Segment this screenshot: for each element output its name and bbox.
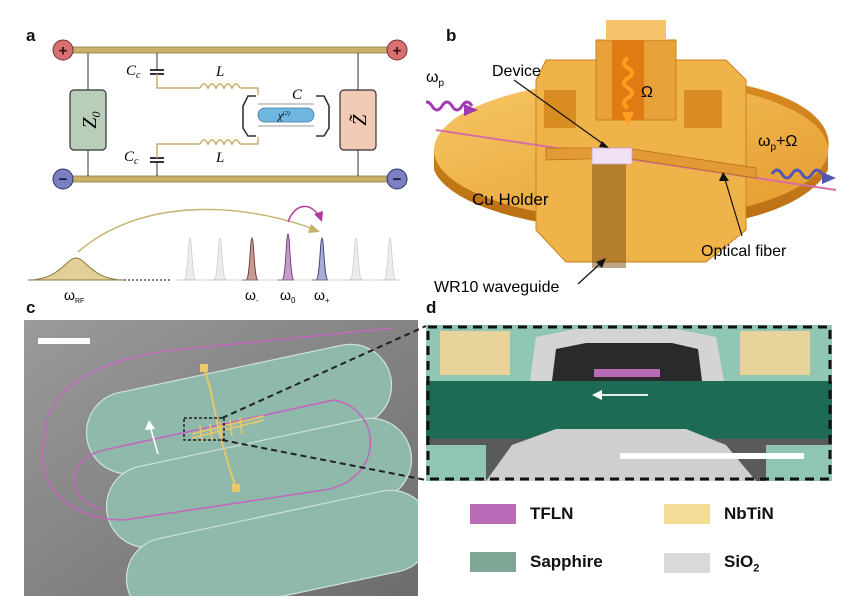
svg-text:ω+: ω+ <box>314 287 330 305</box>
svg-text:ωRF: ωRF <box>64 287 84 305</box>
terminal-plus-left: + <box>52 39 74 61</box>
svg-text:Z0: Z0 <box>79 111 103 128</box>
terminal-plus-right: + <box>386 39 408 61</box>
scale-bar <box>38 338 90 344</box>
panel-label-a: a <box>26 26 36 45</box>
svg-text:WR10 waveguide: WR10 waveguide <box>434 279 560 296</box>
legend-tfln: TFLN <box>470 504 573 524</box>
microscope-image <box>24 320 418 596</box>
rf-peak <box>27 257 125 281</box>
legend-label-sapphire: Sapphire <box>530 552 603 571</box>
terminal-minus-left: − <box>52 168 74 190</box>
rf-wave <box>622 56 634 110</box>
zoom-box <box>183 417 225 441</box>
svg-text:Cc: Cc <box>124 149 139 167</box>
frequency-spectrum: ωRF ω- ω0 ω+ <box>27 205 400 305</box>
legend-sio2: SiO2 <box>664 552 759 574</box>
panel-label-c: c <box>26 298 36 317</box>
cu-holder-render: ωp Device Ω ωp+Ω Cu Holder Optical fiber… <box>426 20 837 296</box>
legend-label-nbtin: NbTiN <box>724 504 774 523</box>
svg-text:L: L <box>215 64 224 80</box>
svg-text:−: − <box>59 171 68 188</box>
ztilde-impedance <box>339 89 377 151</box>
svg-text:−: − <box>393 171 402 188</box>
panel-label-d: d <box>426 298 437 317</box>
svg-text:Ω: Ω <box>641 84 653 101</box>
svg-text:ω-: ω- <box>245 287 259 305</box>
svg-text:χ(2): χ(2) <box>277 110 290 122</box>
pump-wave-left <box>426 100 474 112</box>
output-wave-right <box>770 168 824 180</box>
optical-fiber-rod <box>435 129 837 191</box>
sem-scale-bar <box>620 453 804 459</box>
tfln-ridge <box>594 369 660 377</box>
svg-text:Cu Holder: Cu Holder <box>472 190 549 209</box>
svg-text:ωp: ωp <box>426 69 445 89</box>
svg-text:+: + <box>59 43 68 60</box>
legend-nbtin: NbTiN <box>664 504 774 524</box>
chi2-crystal <box>257 107 315 123</box>
legend-label-tfln: TFLN <box>530 504 574 523</box>
nbtin-pad-right <box>740 331 810 375</box>
svg-text:Cc: Cc <box>126 63 141 81</box>
svg-text:+: + <box>393 43 402 60</box>
svg-text:ω0: ω0 <box>280 287 296 305</box>
top-rail <box>69 46 391 54</box>
svg-text:Optical fiber: Optical fiber <box>701 243 787 260</box>
rf-to-plus-arrow <box>77 208 317 253</box>
svg-text:Z̃: Z̃ <box>348 114 371 126</box>
omega-plus-peak <box>312 237 329 281</box>
svg-text:Device: Device <box>492 63 541 80</box>
nbtin-pad-left <box>440 331 510 375</box>
z0-impedance <box>69 89 107 151</box>
svg-text:C: C <box>292 87 303 103</box>
omega-0-peak <box>278 233 295 281</box>
legend-label-sio2: SiO2 <box>724 552 760 575</box>
legend-swatch-nbtin <box>664 504 710 524</box>
sem-cross-section <box>426 325 832 481</box>
svg-text:L: L <box>215 150 224 166</box>
legend-swatch-sapphire <box>470 552 516 572</box>
terminal-minus-right: − <box>386 168 408 190</box>
inductor-bottom <box>199 139 241 146</box>
circuit-diagram: + + − − Z0 Z̃ Cc L Cc L C χ(2) <box>52 39 408 190</box>
legend-swatch-tfln <box>470 504 516 524</box>
legend-swatch-sio2 <box>664 553 710 574</box>
omega-minus-peak <box>242 237 259 281</box>
pad-bottom <box>125 489 418 596</box>
legend-sapphire: Sapphire <box>470 552 603 572</box>
svg-text:ωp+Ω: ωp+Ω <box>758 133 797 153</box>
device-chip <box>591 147 633 165</box>
inductor-top <box>199 83 241 90</box>
bottom-rail <box>69 175 391 183</box>
panel-label-b: b <box>446 26 457 45</box>
